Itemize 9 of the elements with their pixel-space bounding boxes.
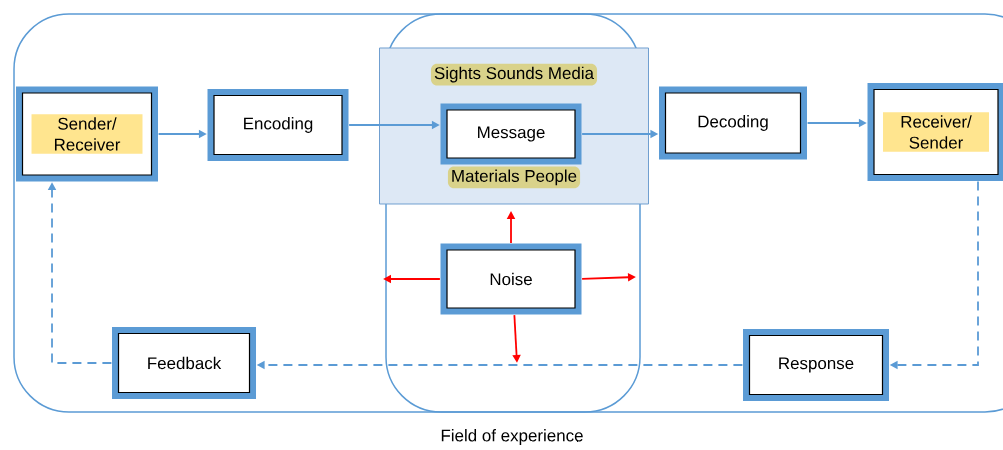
process-box: Encoding	[207, 89, 349, 161]
feedback-box: Feedback	[112, 327, 256, 399]
noise-box: Noise	[440, 243, 582, 315]
message-box: Message	[440, 103, 582, 165]
caption: Field of experience	[441, 429, 583, 445]
response-box: Response	[743, 329, 889, 401]
sender-box: Sender/ Receiver	[16, 86, 158, 182]
process-box: Decoding	[659, 86, 807, 160]
receiver-box: Receiver/ Sender	[867, 83, 1003, 181]
